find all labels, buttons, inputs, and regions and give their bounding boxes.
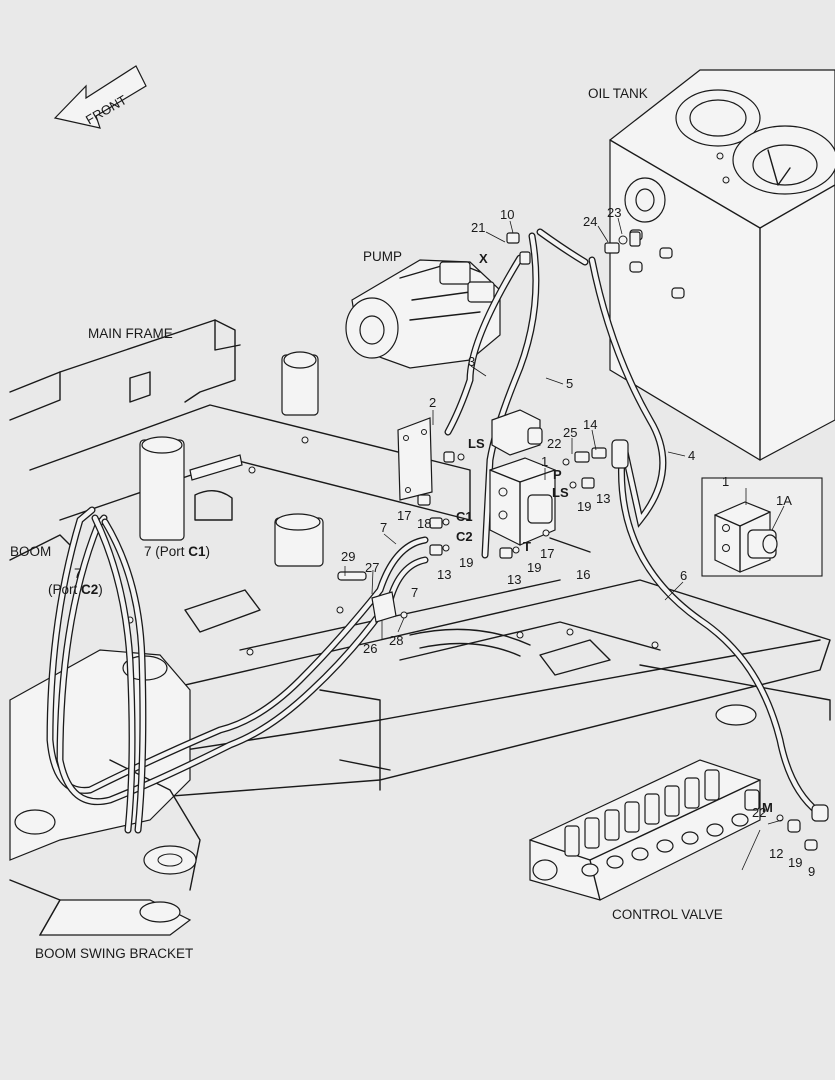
port-c2-label: C2 <box>456 529 473 544</box>
callout-13c: 13 <box>507 572 521 587</box>
inset-callout-1a: 1A <box>776 493 792 508</box>
port-c2-note: (Port C2) <box>48 582 103 597</box>
port-c1-label: C1 <box>456 509 473 524</box>
port-c1-note: 7 (Port C1) <box>144 544 210 559</box>
control-valve-spools <box>564 769 749 877</box>
control-valve-label: CONTROL VALVE <box>612 907 723 922</box>
callout-numbers: 21 10 24 23 3 5 2 4 25 22 14 1 19 13 17 … <box>341 205 815 879</box>
hoses <box>46 228 822 834</box>
callout-7a: 7 <box>380 520 387 535</box>
oil-tank <box>609 69 835 461</box>
callout-16: 16 <box>576 567 590 582</box>
callout-19c: 19 <box>527 560 541 575</box>
port-p-label: P <box>553 467 562 482</box>
callout-19b: 19 <box>459 555 473 570</box>
callout-23: 23 <box>607 205 621 220</box>
callout-27: 27 <box>365 560 379 575</box>
callout-5: 5 <box>566 376 573 391</box>
oil-tank-label: OIL TANK <box>588 86 648 101</box>
valve-bracket <box>397 417 433 501</box>
boom-label: BOOM <box>10 544 51 559</box>
port-ls-label: LS <box>552 485 569 500</box>
callout-4: 4 <box>688 448 695 463</box>
boom-swing-bracket <box>9 534 201 936</box>
callout-7b: 7 <box>411 585 418 600</box>
callout-17b: 17 <box>540 546 554 561</box>
port-m-label: M <box>762 800 773 815</box>
callout-12: 12 <box>769 846 783 861</box>
callout-21: 21 <box>471 220 485 235</box>
callout-28: 28 <box>389 633 403 648</box>
callout-1: 1 <box>541 454 548 469</box>
callout-26: 26 <box>363 641 377 656</box>
port-ls-top-label: LS <box>468 436 485 451</box>
main-frame-label: MAIN FRAME <box>88 326 173 341</box>
pump-label: PUMP <box>363 249 402 264</box>
control-valve <box>529 759 829 901</box>
callout-25: 25 <box>563 425 577 440</box>
callout-18: 18 <box>417 516 431 531</box>
callout-9: 9 <box>808 864 815 879</box>
main-frame <box>9 319 831 801</box>
boom-swing-bracket-label: BOOM SWING BRACKET <box>35 946 193 961</box>
fittings <box>337 231 641 623</box>
port-t-label: T <box>523 539 531 554</box>
callout-22b: 22 <box>752 805 766 820</box>
valve-block <box>489 409 556 546</box>
callout-3: 3 <box>468 354 475 369</box>
leader-lines <box>344 217 783 871</box>
callout-29: 29 <box>341 549 355 564</box>
port-x-label: X <box>479 251 488 266</box>
callout-13a: 13 <box>596 491 610 506</box>
callout-10: 10 <box>500 207 514 222</box>
callout-6: 6 <box>680 568 687 583</box>
inset-callout-1: 1 <box>722 474 729 489</box>
port-c2-number: 7 <box>74 566 82 581</box>
callout-2: 2 <box>429 395 436 410</box>
callout-19d: 19 <box>788 855 802 870</box>
callout-17a: 17 <box>397 508 411 523</box>
callout-14: 14 <box>583 417 597 432</box>
callout-24: 24 <box>583 214 597 229</box>
inset-detail <box>701 477 823 577</box>
callout-19a: 19 <box>577 499 591 514</box>
pump <box>345 259 501 369</box>
callout-22a: 22 <box>547 436 561 451</box>
front-arrow: FRONT <box>53 65 147 129</box>
callout-13b: 13 <box>437 567 451 582</box>
